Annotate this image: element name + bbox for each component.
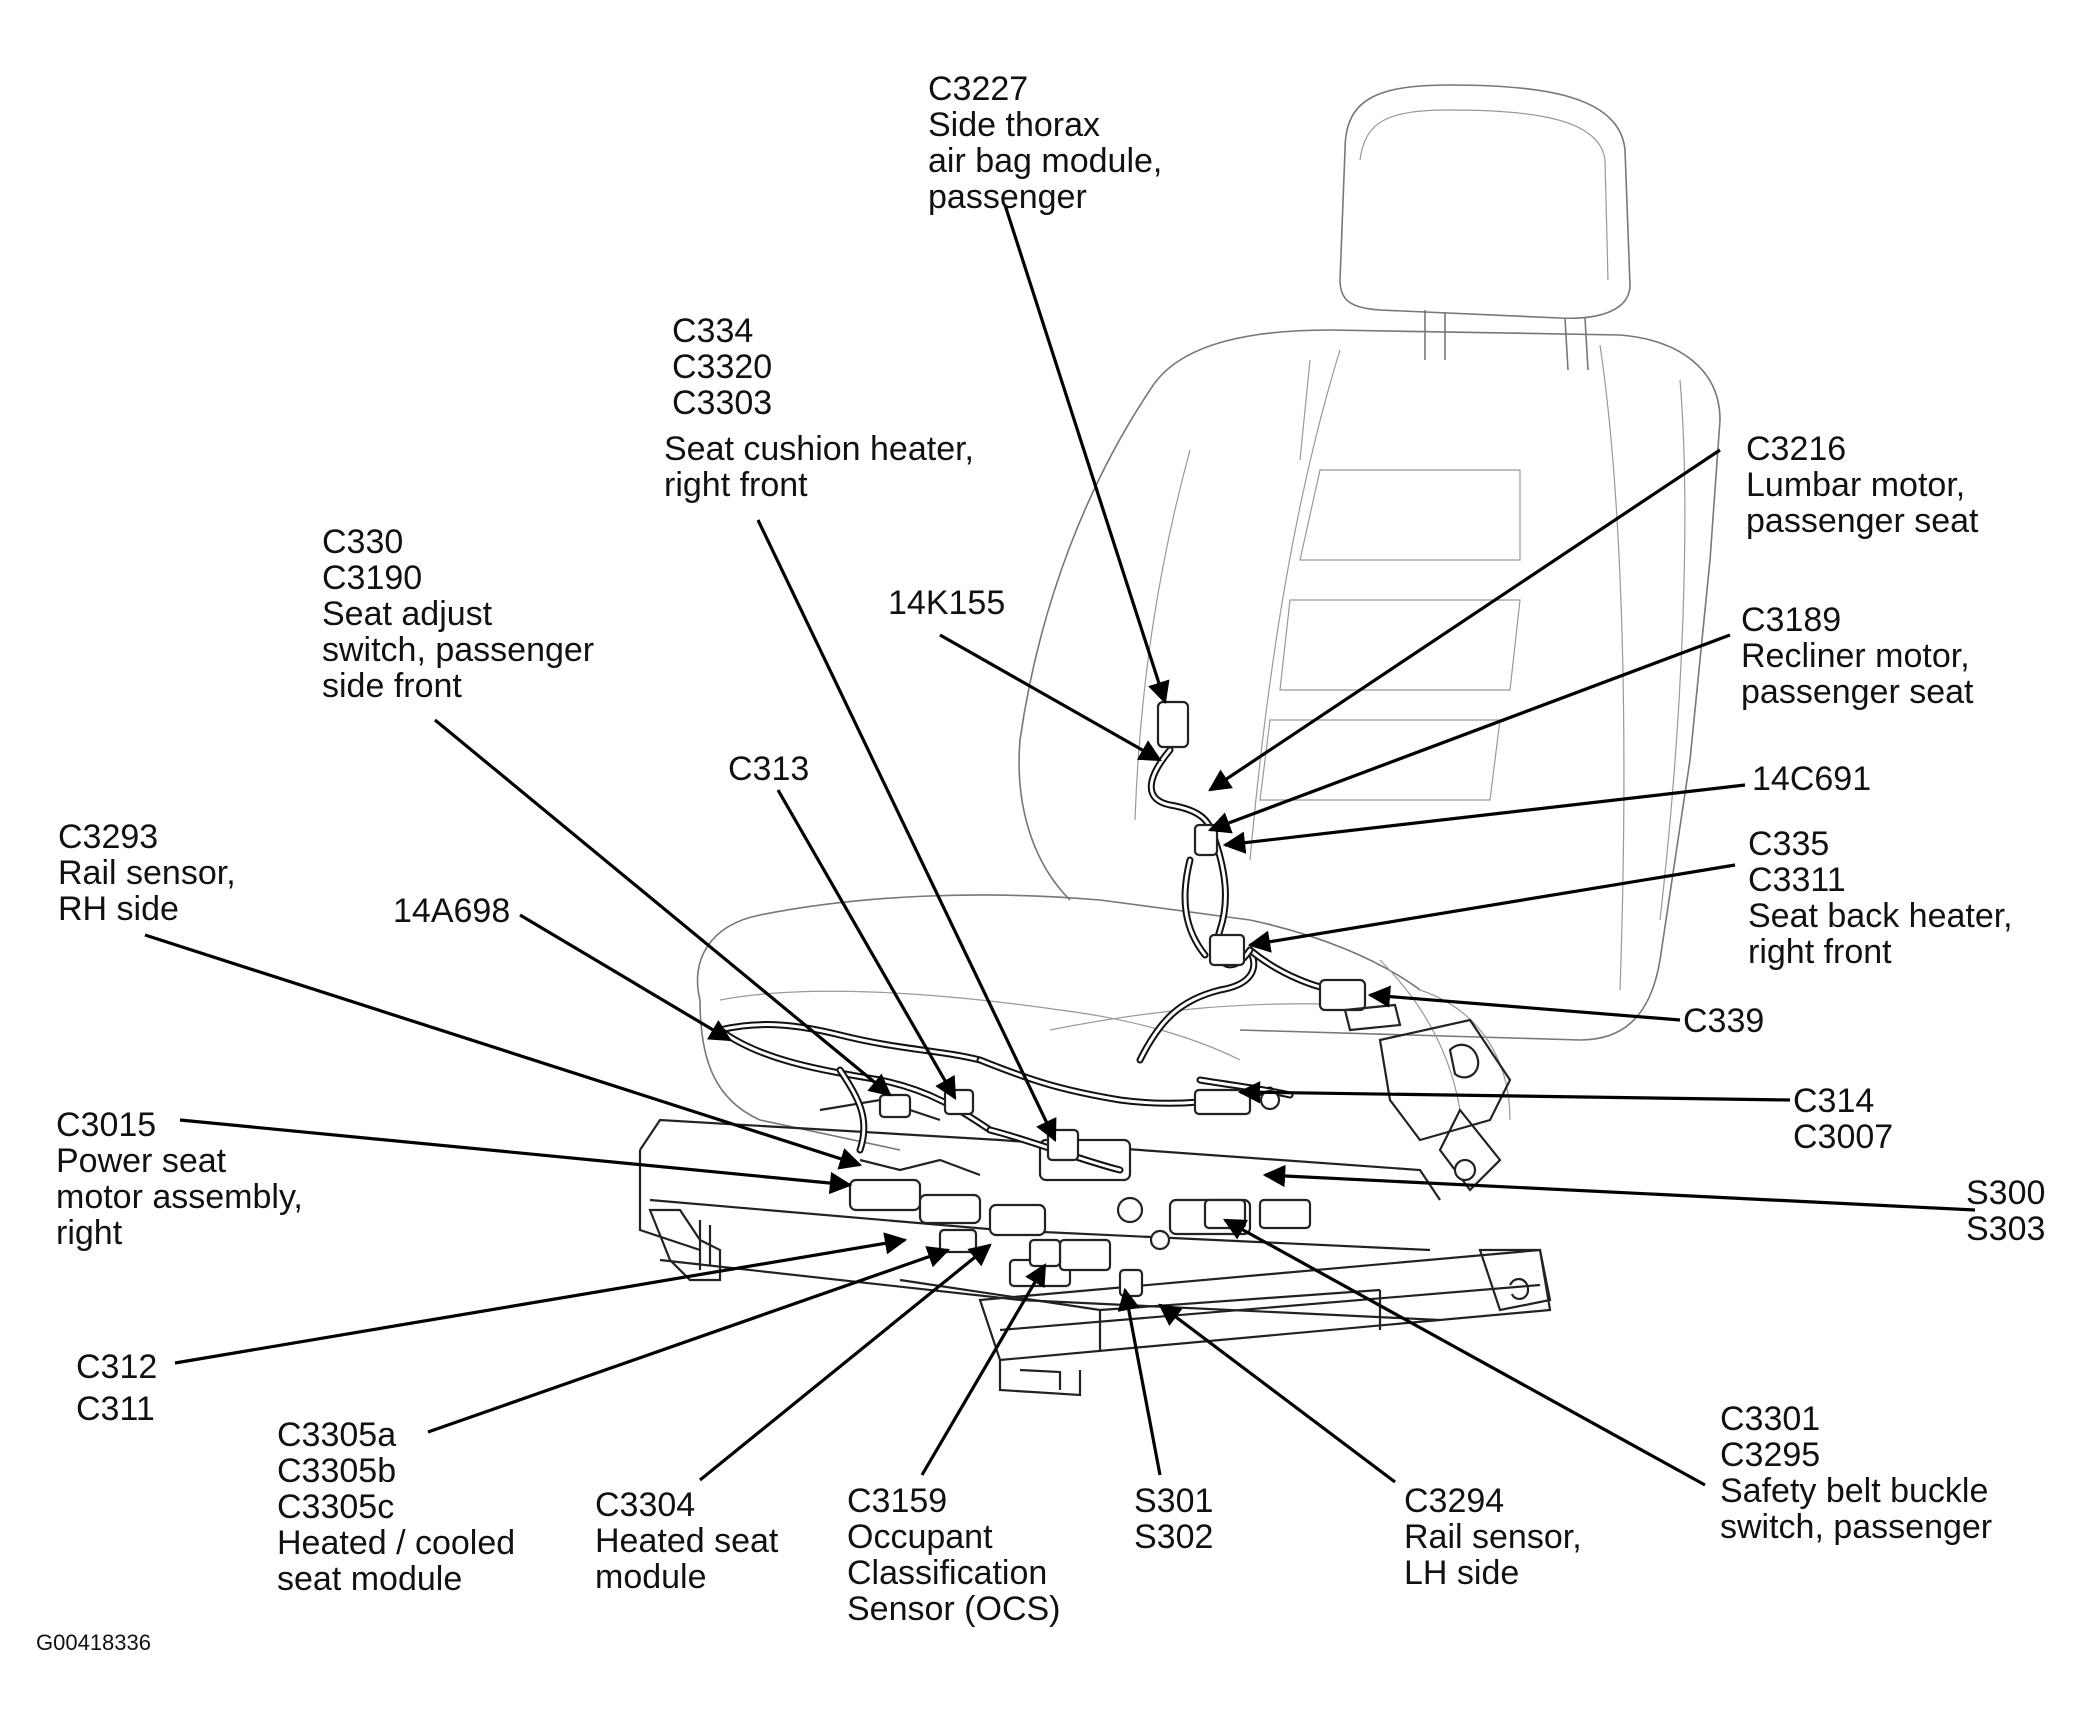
leader-c3189	[1207, 633, 1731, 834]
label-14a698: 14A698	[393, 892, 510, 930]
label-c3301: C3301 C3295 Safety belt buckle switch, p…	[1720, 1400, 1998, 1546]
label-c3227: C3227 Side thorax air bag module, passen…	[928, 70, 1172, 216]
leader-c3159	[920, 1263, 1047, 1476]
leader-s301	[1117, 1287, 1162, 1476]
label-c3015: C3015 Power seat motor assembly, right	[56, 1106, 312, 1252]
label-c3305: C3305a C3305b C3305c Heated / cooled sea…	[277, 1416, 525, 1598]
leader-c339	[1367, 985, 1681, 1022]
leader-c3227	[1003, 204, 1170, 705]
leader-c330	[433, 718, 892, 1097]
label-c3293: C3293 Rail sensor, RH side	[58, 818, 245, 928]
label-c3159: C3159 Occupant Classification Sensor (OC…	[847, 1482, 1061, 1628]
label-c3216: C3216 Lumbar motor, passenger seat	[1746, 430, 1979, 540]
leader-c312	[174, 1232, 908, 1365]
label-c3189: C3189 Recliner motor, passenger seat	[1741, 601, 1979, 711]
leader-c3305	[427, 1246, 951, 1434]
leader-c3293	[144, 933, 863, 1170]
leader-14k155	[939, 633, 1162, 762]
leader-c335	[1247, 863, 1736, 953]
leader-c3216	[1208, 448, 1721, 792]
label-c335: C335 C3311 Seat back heater, right front	[1748, 825, 2022, 971]
label-14k155: 14K155	[888, 584, 1005, 622]
leader-c3294	[1158, 1303, 1396, 1484]
label-c330: C330 C3190 Seat adjust switch, passenger…	[322, 523, 604, 705]
leader-14c691	[1222, 783, 1746, 854]
label-c3304: C3304 Heated seat module	[595, 1486, 788, 1596]
leader-c313	[776, 789, 957, 1100]
label-s300: S300 S303	[1966, 1174, 2055, 1248]
callout-labels: C3227 Side thorax air bag module, passen…	[36, 70, 2055, 1655]
leader-c3301	[1223, 1218, 1706, 1487]
label-s301: S301 S302	[1134, 1482, 1223, 1556]
leader-c334	[756, 519, 1057, 1143]
leader-14a698	[519, 913, 732, 1042]
label-14c691: 14C691	[1752, 760, 1871, 798]
leader-lines	[144, 204, 1976, 1487]
label-c3294: C3294 Rail sensor, LH side	[1404, 1482, 1591, 1592]
label-c312: C312 C311	[76, 1348, 167, 1428]
leader-s300	[1262, 1164, 1976, 1212]
label-c339: C339	[1683, 1002, 1764, 1040]
leader-c3015	[179, 1118, 853, 1195]
seat-illustration	[638, 84, 1721, 1397]
figure-id: G00418336	[36, 1630, 151, 1655]
leader-c3304	[698, 1243, 992, 1482]
label-c314: C314 C3007	[1793, 1082, 1893, 1156]
label-c334: C334 C3320 C3303 Seat cushion heater, ri…	[664, 312, 983, 504]
leader-c314	[1237, 1081, 1791, 1104]
label-c313: C313	[728, 750, 809, 788]
